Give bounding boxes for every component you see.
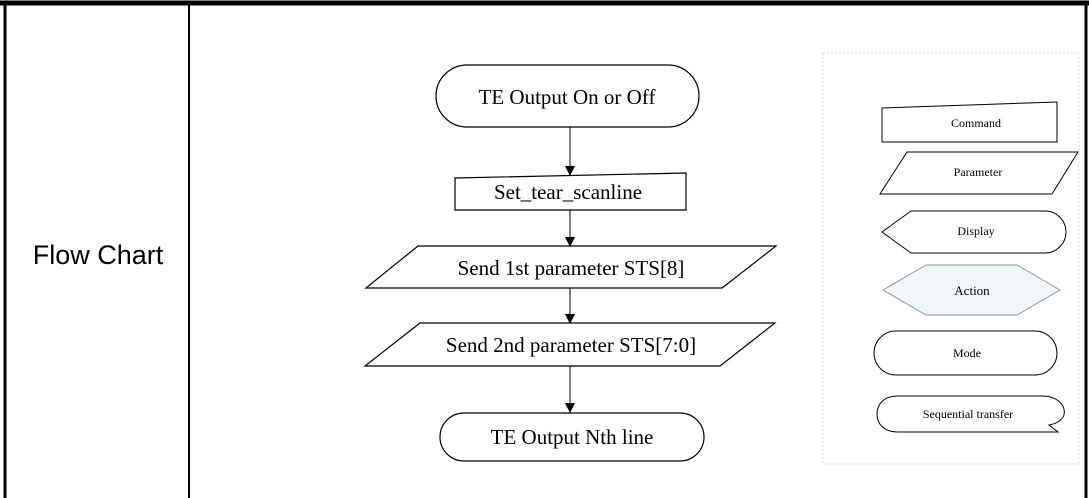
legend-action-label: Action: [954, 283, 990, 298]
flow-param1-node: Send 1st parameter STS[8]: [364, 245, 778, 289]
legend-parameter-label: Parameter: [954, 165, 1003, 179]
flow-param2-node: Send 2nd parameter STS[7:0]: [363, 322, 777, 367]
flow-param2-label: Send 2nd parameter STS[7:0]: [446, 333, 696, 357]
legend-mode: Mode: [873, 330, 1058, 376]
legend-sequential-label: Sequential transfer: [923, 407, 1013, 421]
legend-mode-label: Mode: [953, 346, 981, 360]
flow-command-label: Set_tear_scanline: [494, 180, 642, 204]
legend-display: Display: [881, 210, 1067, 254]
row-label: Flow Chart: [33, 240, 164, 270]
flow-command-node: Set_tear_scanline: [454, 172, 687, 211]
flow-end-node: TE Output Nth line: [439, 412, 705, 462]
legend: Command Parameter Display Action Mode Se…: [822, 52, 1080, 465]
legend-action: Action: [882, 264, 1061, 316]
legend-command-label: Command: [951, 116, 1001, 130]
legend-sequential: Sequential transfer: [876, 395, 1065, 433]
flow-start-label: TE Output On or Off: [479, 85, 656, 109]
legend-command: Command: [881, 101, 1058, 143]
legend-parameter: Parameter: [879, 151, 1079, 195]
flow-start-node: TE Output On or Off: [435, 64, 700, 128]
flow-param1-label: Send 1st parameter STS[8]: [458, 256, 685, 280]
legend-border: [822, 52, 1080, 465]
flow-end-label: TE Output Nth line: [491, 425, 654, 449]
legend-display-label: Display: [957, 224, 994, 238]
